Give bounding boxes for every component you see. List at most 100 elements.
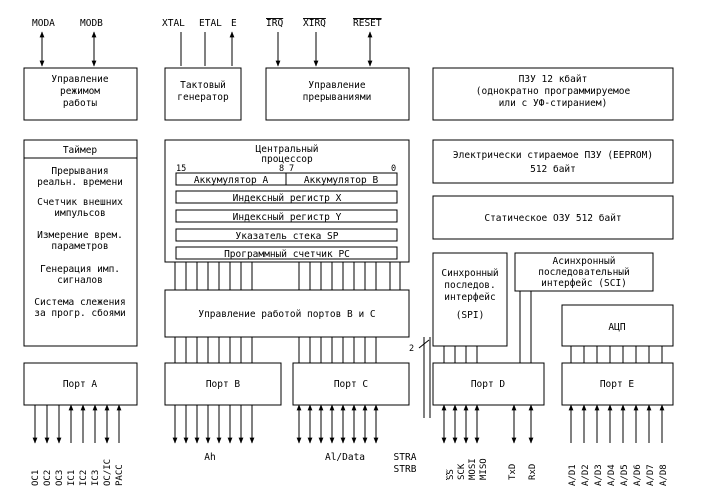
pin-ad8: A/D8 xyxy=(659,464,669,486)
timer-title: Таймер xyxy=(63,145,98,156)
rom-line-2: (однократно программируемое xyxy=(476,86,631,97)
cpu-bit-0: 0 xyxy=(391,164,396,174)
index-register-x-label: Индексный регистр X xyxy=(233,193,342,204)
index-register-y-label: Индексный регистр Y xyxy=(233,212,342,223)
pin-ad2: A/D2 xyxy=(581,464,591,486)
port-e-pin-lines xyxy=(568,404,665,443)
timer-fn-2a: Счетчик внешних xyxy=(37,197,123,208)
cpu-port-bus xyxy=(174,262,401,290)
port-b-block xyxy=(164,362,282,406)
sci-line-3: интерфейс (SCI) xyxy=(541,278,627,289)
eeprom-line-2: 512 байт xyxy=(530,164,576,175)
cpu-bit-8: 8 xyxy=(279,164,284,174)
pin-ic3: IC3 xyxy=(91,470,101,486)
port-d-label: Порт D xyxy=(471,379,506,390)
signal-xirq: XIRQ xyxy=(303,18,326,29)
accumulator-b: Аккумулятор B xyxy=(304,175,379,186)
pin-ad5: A/D5 xyxy=(620,464,630,486)
eeprom-line-1: Электрически стираемое ПЗУ (EEPROM) xyxy=(453,150,653,161)
port-a-pin-lines xyxy=(32,404,122,444)
pin-ad1: A/D1 xyxy=(568,464,578,486)
clock-generator-block xyxy=(164,67,242,121)
mode-control-line-3: работы xyxy=(63,98,98,109)
port-b-pin-lines xyxy=(172,405,255,444)
spi-line-3: интерфейс xyxy=(444,292,495,303)
stack-pointer-label: Указатель стека SP xyxy=(236,231,339,242)
timer-fn-3b: параметров xyxy=(51,241,108,252)
ram-block xyxy=(432,195,674,240)
program-counter-label: Программный счетчик PC xyxy=(224,249,350,260)
pin-ic2: IC2 xyxy=(79,470,89,486)
adc-label: АЦП xyxy=(608,322,625,333)
clock-generator-line-1: Тактовый xyxy=(180,80,226,91)
timer-fn-4b: сигналов xyxy=(57,275,103,286)
spi-line-1: Синхронный xyxy=(441,268,498,279)
internal-buses xyxy=(174,291,663,418)
rom-line-3: или с УФ-стиранием) xyxy=(499,98,608,109)
mode-control-line-1: Управление xyxy=(51,74,108,85)
port-bc-control-label: Управление работой портов B и C xyxy=(198,309,375,320)
timer-fn-1a: Прерывания xyxy=(51,166,108,177)
cpu-bit-15: 15 xyxy=(176,164,186,174)
accumulator-a: Аккумулятор A xyxy=(194,175,269,186)
ram-label: Статическое ОЗУ 512 байт xyxy=(484,213,621,224)
strobe-b-label: STRB xyxy=(394,464,417,475)
pin-ad7: A/D7 xyxy=(646,464,656,486)
pin-oc3: OC3 xyxy=(55,470,65,486)
timer-fn-4a: Генерация имп. xyxy=(40,264,120,275)
port-a-label: Порт A xyxy=(63,379,98,390)
sci-line-1: Асинхронный xyxy=(553,256,616,267)
pin-oc-ic: OC/IC xyxy=(103,459,113,486)
pin-ic1: IC1 xyxy=(67,470,77,486)
interrupt-control-line-1: Управление xyxy=(308,80,365,91)
port-b-output-label: Ah xyxy=(204,452,215,463)
signal-reset: RESET xyxy=(353,18,382,29)
pin-ss: SS xyxy=(446,469,456,480)
strobe-a-label: STRA xyxy=(394,452,417,463)
pin-oc1: OC1 xyxy=(31,470,41,486)
pin-mosi: MOSI xyxy=(468,458,478,480)
port-bc-control-block xyxy=(164,289,410,338)
pin-ad4: A/D4 xyxy=(607,464,617,486)
interrupt-control-line-2: прерываниями xyxy=(303,92,372,103)
port-e-block xyxy=(561,362,674,406)
pin-sck: SCK xyxy=(457,463,467,480)
spi-line-2: последов. xyxy=(444,280,495,291)
bus-width-label: 2 xyxy=(409,344,414,354)
pin-oc2: OC2 xyxy=(43,470,53,486)
adc-block xyxy=(561,304,674,347)
clock-generator-line-2: генератор xyxy=(177,92,229,103)
pin-rxd: RxD xyxy=(528,464,538,480)
timer-fn-1b: реальн. времени xyxy=(37,177,123,188)
port-a-block xyxy=(23,362,138,406)
timer-fn-5b: за прогр. сбоями xyxy=(34,308,126,319)
mode-control-line-2: режимом xyxy=(60,86,100,97)
index-register-x xyxy=(175,190,398,204)
signal-moda: MODA xyxy=(32,18,55,29)
rom-line-1: ПЗУ 12 кбайт xyxy=(519,74,588,85)
timer-fn-2b: импульсов xyxy=(54,208,105,219)
pin-pacc: PACC xyxy=(115,464,125,486)
port-c-pin-lines xyxy=(296,404,379,444)
spi-block xyxy=(432,252,508,347)
top-signal-lines xyxy=(39,31,373,67)
sci-line-2: последовательный xyxy=(538,267,630,278)
signal-extal: ETAL xyxy=(199,18,222,29)
eeprom-block xyxy=(432,139,674,184)
signal-e: E xyxy=(231,18,237,29)
cpu-bit-7: 7 xyxy=(289,164,294,174)
mode-control-block xyxy=(23,67,138,121)
pin-txd: TxD xyxy=(508,464,518,480)
spi-line-4: (SPI) xyxy=(456,310,485,321)
timer-fn-5a: Система слежения xyxy=(34,297,126,308)
port-b-label: Порт B xyxy=(206,379,241,390)
timer-fn-3a: Измерение врем. xyxy=(37,230,123,241)
index-register-y xyxy=(175,209,398,223)
signal-irq: IRQ xyxy=(266,18,283,29)
port-d-block xyxy=(432,362,545,406)
signal-modb: MODB xyxy=(80,18,103,29)
port-e-label: Порт E xyxy=(600,379,635,390)
stack-pointer xyxy=(175,228,398,242)
pin-miso: MISO xyxy=(479,458,489,480)
port-c-block xyxy=(292,362,410,406)
